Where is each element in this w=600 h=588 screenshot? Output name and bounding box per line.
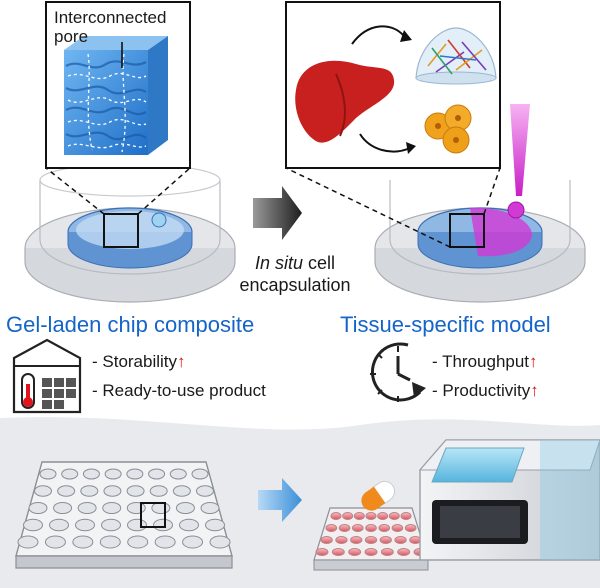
feature-ready-to-use: - Ready-to-use product [92,381,266,400]
well [169,468,187,480]
well [44,535,66,549]
pink-well [330,512,342,520]
well [126,502,146,514]
pink-well [320,536,333,544]
well [61,468,79,480]
pink-well [397,548,411,556]
left-panel-title: Gel-laden chip composite [6,312,255,337]
well [39,468,57,480]
pink-well [364,548,378,556]
well-plate-icon [15,461,233,569]
well [82,468,100,480]
pink-well [348,548,362,556]
well [151,502,171,514]
process-arrow [258,478,302,522]
up-arrow-icon: ↑ [177,352,186,371]
pink-well [364,536,378,544]
pink-well [377,512,389,520]
pink-well [365,512,377,520]
feature-productivity: - Productivity↑ [432,381,539,400]
well [99,535,121,549]
pink-well [388,512,400,520]
well [148,468,166,480]
pink-well [404,524,417,532]
plate-reader-icon [418,439,600,561]
well [17,535,39,549]
feature-storability: - Storability↑ [92,352,186,371]
left-chip-device [24,163,236,303]
well [182,535,204,549]
well [196,485,214,497]
pink-well [400,512,412,520]
well [126,485,145,497]
pink-well [380,548,394,556]
well [149,485,168,497]
well [154,535,176,549]
pink-well [365,524,377,532]
pink-well [353,512,365,520]
well [191,468,209,480]
warehouse-icon [12,338,82,414]
well [28,502,48,514]
pink-well [331,548,345,556]
pink-well [325,524,338,532]
pink-well [335,536,348,544]
well [179,518,199,532]
well [127,518,147,532]
well [53,502,73,514]
pink-well [338,524,351,532]
up-arrow-icon: ↑ [530,381,539,400]
well [126,468,144,480]
pink-well [351,524,364,532]
well [104,468,122,480]
well [127,535,149,549]
cell-cluster-icon [424,104,472,154]
well [77,502,97,514]
ecm-dome-icon [415,27,497,79]
well [72,535,94,549]
well [103,485,122,497]
right-chip-device [374,104,586,303]
clock-icon [370,342,426,402]
well [175,502,195,514]
well [34,485,52,497]
right-panel-title: Tissue-specific model [340,312,551,337]
well [101,518,121,532]
well [205,518,225,532]
pore-inset [45,1,191,215]
pink-well [350,536,363,544]
pink-well [342,512,354,520]
pink-well [315,548,329,556]
well [209,535,231,549]
pink-well [391,524,404,532]
well [23,518,43,532]
well [80,485,99,497]
well [102,502,122,514]
transition-label: In situ cell encapsulation [239,253,351,295]
transition-arrow [253,186,302,240]
tissue-inset [285,1,501,248]
well [172,485,191,497]
up-arrow-icon: ↑ [529,352,538,371]
pink-well [378,524,391,532]
feature-throughput: - Throughput↑ [432,352,538,371]
well [153,518,173,532]
well [75,518,95,532]
pink-well [394,536,407,544]
pore-label: Interconnected pore [54,8,167,46]
assay-plate-icon [313,507,429,571]
pink-well [379,536,392,544]
capsule-icon [361,480,396,511]
well [200,502,220,514]
pipette-tip-icon [510,104,530,196]
well [49,518,69,532]
well [57,485,76,497]
